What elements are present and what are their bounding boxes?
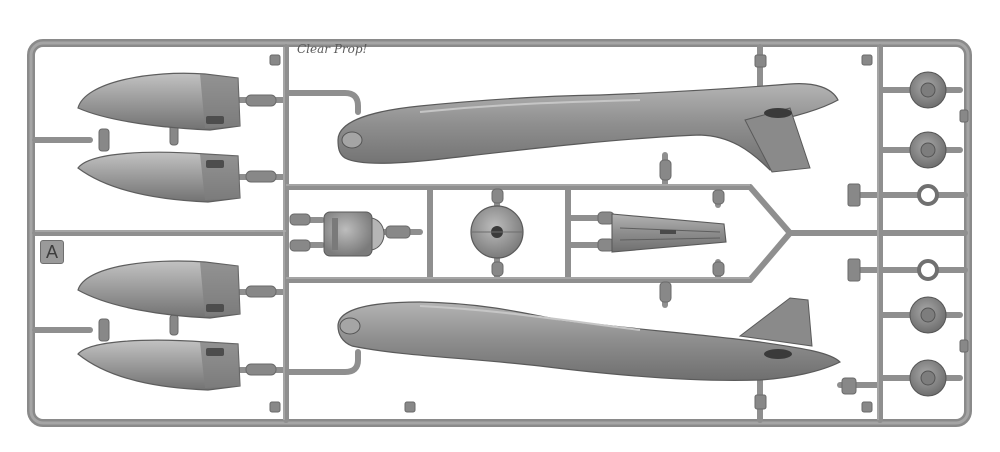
engine-cowling-lower-set bbox=[77, 260, 241, 391]
landing-wheels bbox=[909, 71, 947, 397]
fuselage-half-lower bbox=[337, 297, 842, 381]
round-disc-part bbox=[470, 205, 524, 259]
fuselage-half-upper bbox=[337, 83, 839, 173]
cockpit-floor-part bbox=[611, 213, 727, 253]
brand-emboss: Clear Prop! bbox=[297, 42, 368, 56]
gate-nubs bbox=[98, 54, 969, 413]
sprue-letter-tag: A bbox=[40, 240, 64, 264]
engine-cowling-upper-set bbox=[77, 72, 241, 203]
propeller-hub-part bbox=[323, 211, 385, 257]
